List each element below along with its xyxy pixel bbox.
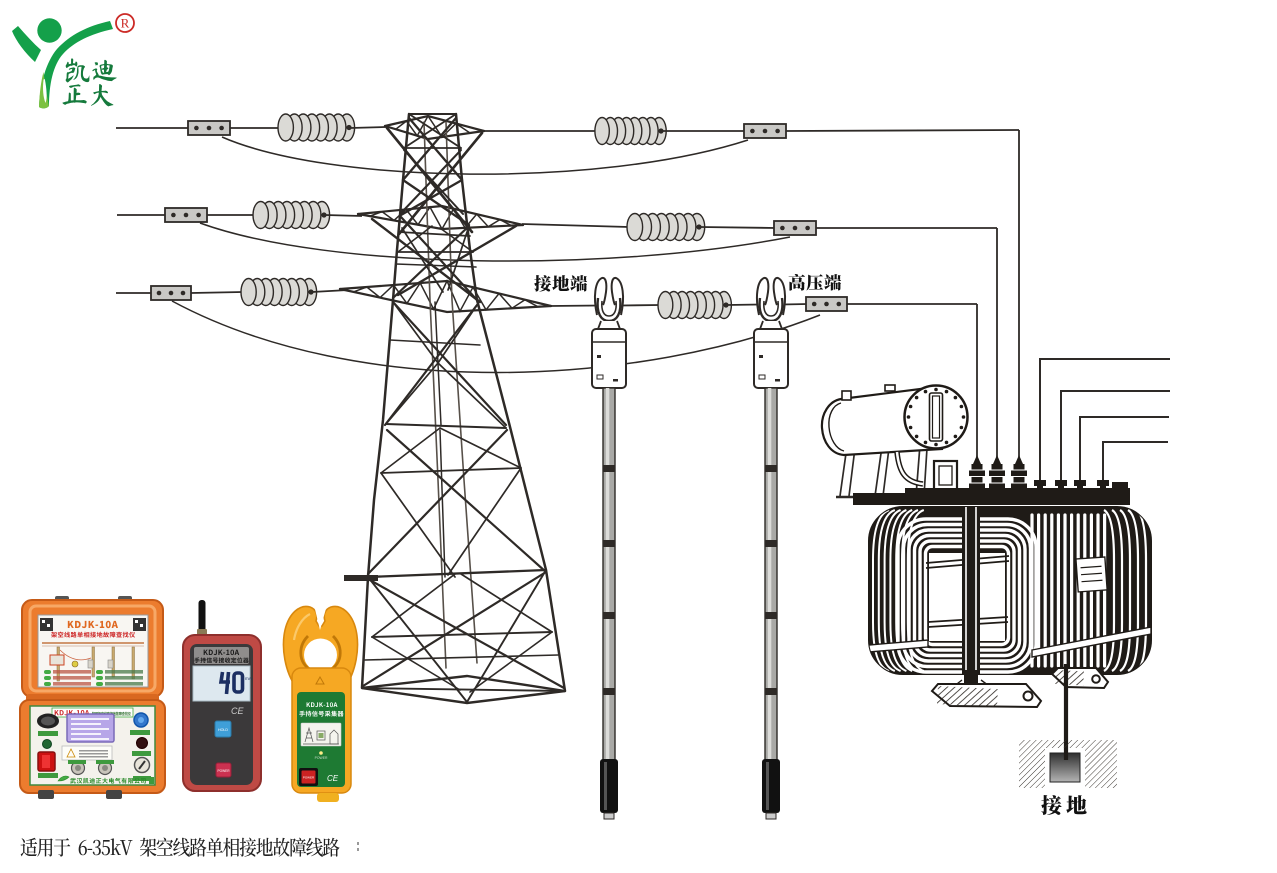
svg-text:POWER: POWER [315,756,328,760]
svg-text:mA: mA [245,676,252,681]
svg-text:R: R [121,16,130,31]
svg-text:CE: CE [327,774,339,783]
svg-text:POWER: POWER [217,769,230,773]
svg-text:HOLD: HOLD [218,728,228,732]
svg-text:CE: CE [231,706,244,716]
svg-text:POWER: POWER [303,776,315,780]
